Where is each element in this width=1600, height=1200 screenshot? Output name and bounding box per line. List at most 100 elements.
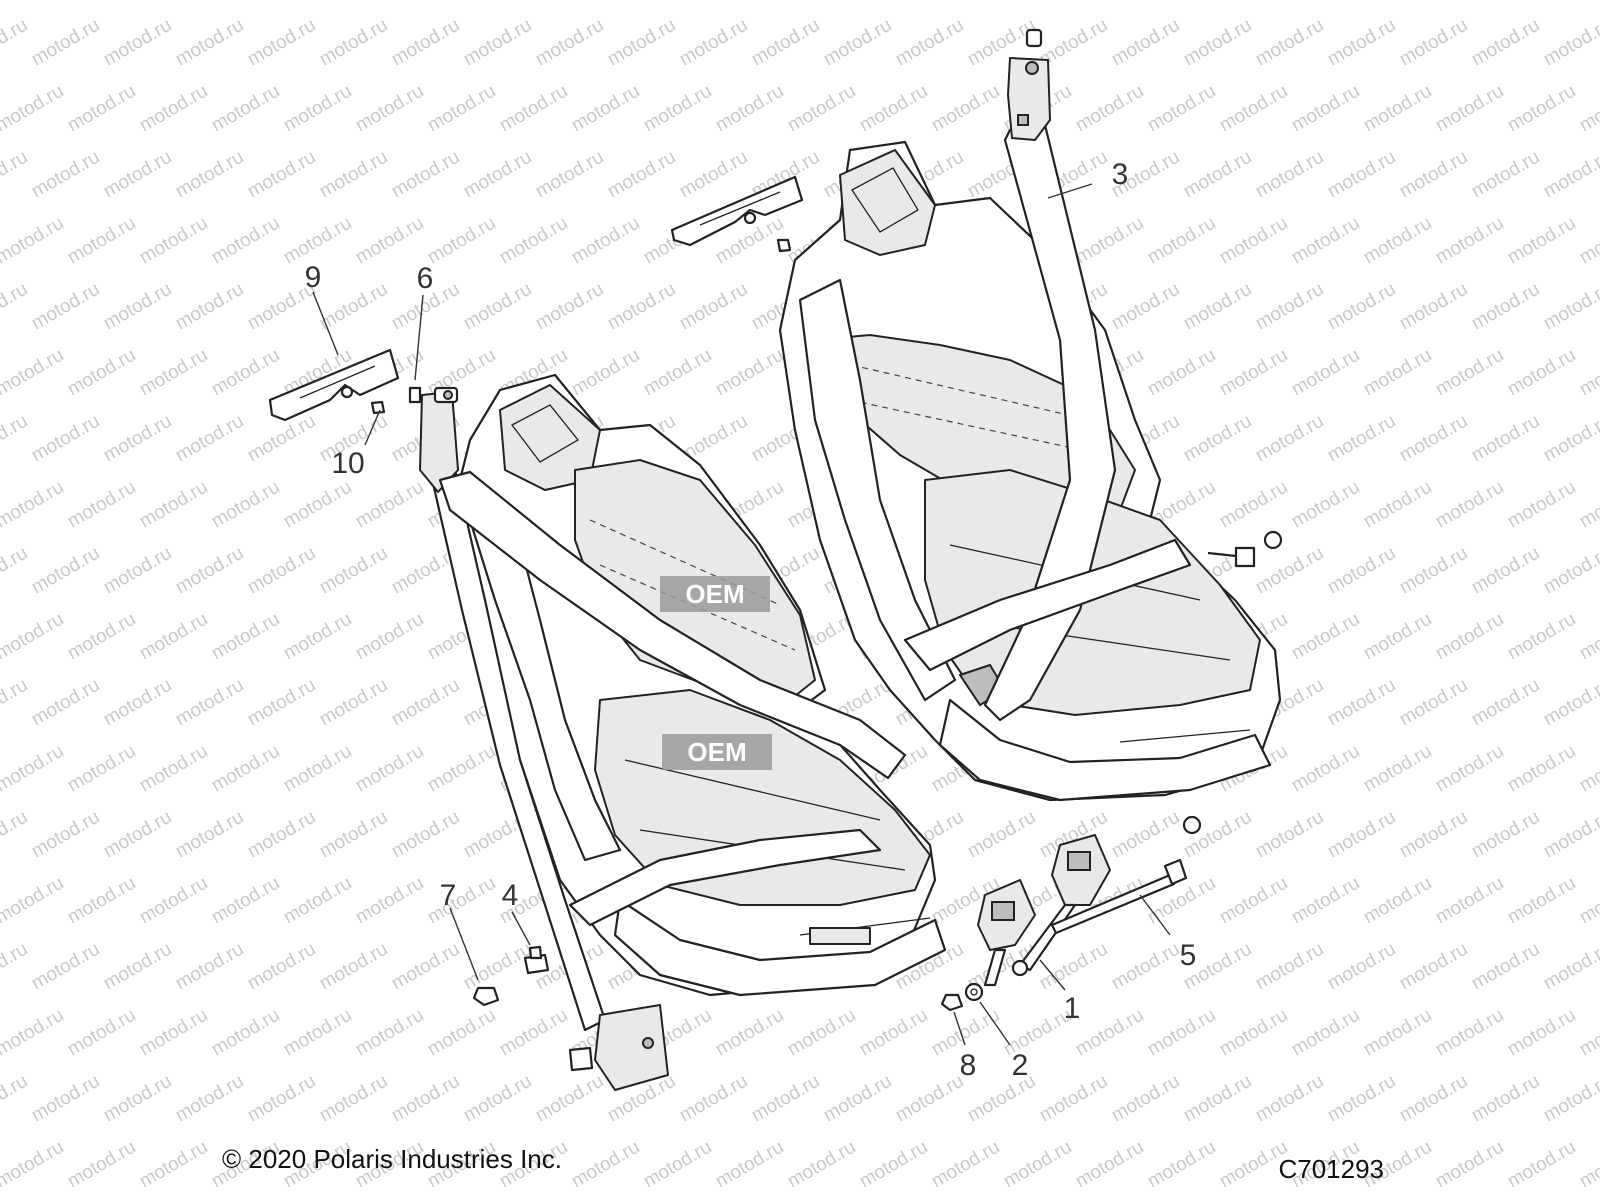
watermark-text: motod.ru bbox=[1540, 279, 1600, 335]
watermark-text: motod.ru bbox=[460, 939, 535, 995]
watermark-text: motod.ru bbox=[1252, 807, 1327, 863]
watermark-text: motod.ru bbox=[1504, 477, 1579, 533]
watermark-text: motod.ru bbox=[280, 609, 355, 665]
watermark-text: motod.ru bbox=[388, 675, 463, 731]
watermark-text: motod.ru bbox=[928, 1137, 1003, 1193]
watermark-text: motod.ru bbox=[208, 477, 283, 533]
watermark-text: motod.ru bbox=[0, 411, 31, 467]
watermark-text: motod.ru bbox=[64, 1005, 139, 1061]
watermark-text: motod.ru bbox=[604, 15, 679, 71]
watermark-text: motod.ru bbox=[928, 0, 1003, 4]
watermark-text: motod.ru bbox=[1396, 147, 1471, 203]
watermark-text: motod.ru bbox=[1360, 0, 1435, 4]
watermark-text: motod.ru bbox=[316, 675, 391, 731]
watermark-text: motod.ru bbox=[136, 1005, 211, 1061]
watermark-text: motod.ru bbox=[1576, 609, 1600, 665]
watermark-text: motod.ru bbox=[64, 345, 139, 401]
watermark-text: motod.ru bbox=[532, 1071, 607, 1127]
watermark-text: motod.ru bbox=[316, 279, 391, 335]
shoulder-belt-right bbox=[903, 28, 1192, 722]
watermark-text: motod.ru bbox=[568, 0, 643, 4]
watermark-text: motod.ru bbox=[280, 873, 355, 929]
watermark-text: motod.ru bbox=[1324, 15, 1399, 71]
callout-9: 9 bbox=[305, 261, 322, 294]
watermark-text: motod.ru bbox=[640, 345, 715, 401]
watermark-text: motod.ru bbox=[1108, 1071, 1183, 1127]
watermark-text: motod.ru bbox=[352, 1005, 427, 1061]
watermark-text: motod.ru bbox=[172, 15, 247, 71]
watermark-text: motod.ru bbox=[1324, 675, 1399, 731]
watermark-text: motod.ru bbox=[280, 81, 355, 137]
copyright-text: © 2020 Polaris Industries Inc. bbox=[222, 1144, 562, 1174]
watermark-text: motod.ru bbox=[28, 939, 103, 995]
watermark-text: motod.ru bbox=[0, 675, 31, 731]
watermark-text: motod.ru bbox=[784, 81, 859, 137]
watermark-text: motod.ru bbox=[856, 0, 931, 4]
watermark-text: motod.ru bbox=[64, 477, 139, 533]
watermark-text: motod.ru bbox=[388, 147, 463, 203]
watermark-text: motod.ru bbox=[1108, 15, 1183, 71]
watermark-text: motod.ru bbox=[460, 15, 535, 71]
watermark-text: motod.ru bbox=[0, 873, 67, 929]
watermark-text: motod.ru bbox=[424, 81, 499, 137]
watermark-text: motod.ru bbox=[928, 81, 1003, 137]
watermark-text: motod.ru bbox=[1576, 477, 1600, 533]
watermark-text: motod.ru bbox=[0, 1071, 31, 1127]
watermark-text: motod.ru bbox=[1324, 939, 1399, 995]
watermark-text: motod.ru bbox=[1144, 345, 1219, 401]
trim-cover-9 bbox=[268, 348, 422, 422]
watermark-text: motod.ru bbox=[1504, 1005, 1579, 1061]
watermark-text: motod.ru bbox=[28, 279, 103, 335]
watermark-text: motod.ru bbox=[820, 15, 895, 71]
hardware-left bbox=[472, 945, 550, 1007]
watermark-text: motod.ru bbox=[136, 345, 211, 401]
watermark-text: motod.ru bbox=[568, 345, 643, 401]
watermark-text: motod.ru bbox=[1252, 939, 1327, 995]
watermark-text: motod.ru bbox=[1144, 1005, 1219, 1061]
watermark-text: motod.ru bbox=[244, 543, 319, 599]
watermark-text: motod.ru bbox=[172, 675, 247, 731]
watermark-text: motod.ru bbox=[1576, 213, 1600, 269]
watermark-text: motod.ru bbox=[1540, 675, 1600, 731]
watermark-text: motod.ru bbox=[640, 0, 715, 4]
watermark-text: motod.ru bbox=[1396, 279, 1471, 335]
watermark-text: motod.ru bbox=[280, 213, 355, 269]
watermark-text: motod.ru bbox=[1432, 213, 1507, 269]
watermark-text: motod.ru bbox=[1288, 609, 1363, 665]
watermark-text: motod.ru bbox=[136, 81, 211, 137]
watermark-text: motod.ru bbox=[1576, 741, 1600, 797]
watermark-text: motod.ru bbox=[100, 15, 175, 71]
watermark-text: motod.ru bbox=[1360, 741, 1435, 797]
watermark-text: motod.ru bbox=[1288, 0, 1363, 4]
watermark-text: motod.ru bbox=[1396, 543, 1471, 599]
watermark-text: motod.ru bbox=[532, 147, 607, 203]
watermark-text: motod.ru bbox=[496, 81, 571, 137]
trim-cover-upper bbox=[670, 175, 804, 253]
watermark-text: motod.ru bbox=[1360, 609, 1435, 665]
buckle-assembly bbox=[940, 834, 1188, 1012]
watermark-text: motod.ru bbox=[1576, 1005, 1600, 1061]
watermark-text: motod.ru bbox=[0, 279, 31, 335]
watermark-text: motod.ru bbox=[1504, 213, 1579, 269]
callout-1: 1 bbox=[1064, 992, 1081, 1025]
watermark-text: motod.ru bbox=[1288, 873, 1363, 929]
watermark-text: motod.ru bbox=[1288, 213, 1363, 269]
callout-10: 10 bbox=[331, 447, 364, 480]
watermark-text: motod.ru bbox=[136, 213, 211, 269]
oem-badge-text: OEM bbox=[685, 579, 744, 609]
watermark-text: motod.ru bbox=[496, 1005, 571, 1061]
watermark-text: motod.ru bbox=[1468, 675, 1543, 731]
watermark-text: motod.ru bbox=[1504, 81, 1579, 137]
watermark-text: motod.ru bbox=[1360, 873, 1435, 929]
watermark-text: motod.ru bbox=[1036, 1071, 1111, 1127]
watermark-text: motod.ru bbox=[1468, 807, 1543, 863]
watermark-text: motod.ru bbox=[316, 543, 391, 599]
watermark-text: motod.ru bbox=[1252, 147, 1327, 203]
watermark-text: motod.ru bbox=[208, 1005, 283, 1061]
watermark-text: motod.ru bbox=[1432, 873, 1507, 929]
watermark-text: motod.ru bbox=[964, 807, 1039, 863]
watermark-text: motod.ru bbox=[1504, 873, 1579, 929]
watermark-text: motod.ru bbox=[0, 213, 67, 269]
watermark-text: motod.ru bbox=[136, 609, 211, 665]
watermark-text: motod.ru bbox=[460, 1071, 535, 1127]
